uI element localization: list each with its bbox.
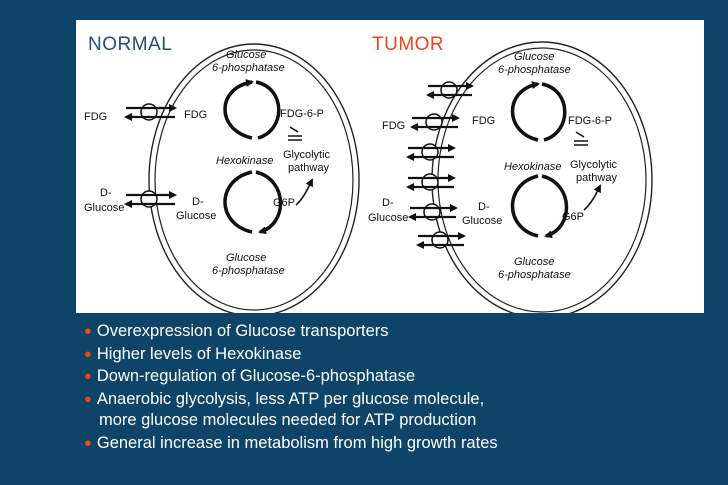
tumor-title: TUMOR — [372, 34, 445, 55]
tumor-cell: Glucose 6-phosphatase FDG FDG FDG-6-P He… — [368, 41, 653, 313]
normal-glycolytic-line2: pathway — [288, 162, 329, 174]
bullet-marker-icon: ● — [84, 345, 92, 361]
tumor-trapped-symbol — [574, 131, 588, 146]
tumor-g6pase-bottom-line1: Glucose — [514, 256, 554, 268]
normal-hexokinase-label: Hexokinase — [216, 155, 273, 167]
bullet-item: ●General increase in metabolism from hig… — [84, 432, 498, 455]
normal-g6pase-bottom-line2: 6-phosphatase — [212, 265, 285, 277]
normal-g6pase-bottom-line1: Glucose — [226, 252, 266, 264]
bullet-text: Down-regulation of Glucose-6-phosphatase — [96, 367, 416, 386]
tumor-g6pase-top-line1: Glucose — [514, 51, 554, 63]
tumor-glycolytic-line1: Glycolytic — [570, 159, 618, 171]
normal-upper-cycle-arrow — [223, 79, 254, 140]
normal-dglucose-outside-line1: D- — [100, 187, 112, 199]
tumor-transporters — [406, 81, 474, 249]
tumor-glycolytic-arrow — [583, 184, 601, 211]
normal-trapped-symbol — [288, 126, 302, 141]
tumor-hexokinase-label: Hexokinase — [504, 161, 561, 173]
tumor-fdg6p-label: FDG-6-P — [568, 115, 612, 127]
normal-glycolytic-line1: Glycolytic — [283, 149, 331, 161]
tumor-dglucose-inside-line2: Glucose — [462, 215, 502, 227]
normal-glycolytic-arrow — [295, 178, 313, 206]
normal-g6pase-top-line2: 6-phosphatase — [212, 62, 285, 74]
normal-fdg-inside-label: FDG — [184, 109, 207, 121]
normal-g6p-label: G6P — [273, 197, 295, 209]
bullet-item: ●Down-regulation of Glucose-6-phosphatas… — [84, 365, 498, 388]
bullet-list: ●Overexpression of Glucose transporters … — [84, 320, 498, 455]
normal-fdg6p-label: FDG-6-P — [280, 108, 324, 120]
tumor-transporter — [406, 143, 456, 161]
bullet-text: more glucose molecules needed for ATP pr… — [99, 411, 477, 430]
tumor-lower-cycle-arrow — [510, 174, 539, 238]
bullet-continuation: more glucose molecules needed for ATP pr… — [84, 410, 498, 432]
bullet-marker-icon: ● — [84, 323, 92, 338]
tumor-transporter — [406, 173, 456, 191]
metabolism-diagram: Glucose 6-phosphatase FDG FDG FDG-6-P He… — [84, 41, 653, 313]
normal-cell-membrane-inner — [154, 49, 354, 311]
normal-dglucose-outside-line2: Glucose — [84, 202, 124, 214]
tumor-g6pase-bottom-line2: 6-phosphatase — [498, 269, 571, 281]
tumor-g6pase-top-line2: 6-phosphatase — [498, 64, 571, 76]
normal-dglucose-inside-line2: Glucose — [176, 210, 216, 222]
bullet-item: ●Higher levels of Hexokinase — [84, 343, 498, 366]
tumor-transporter — [410, 113, 460, 131]
bullet-text: General increase in metabolism from high… — [96, 433, 498, 452]
tumor-upper-cycle-return — [541, 82, 567, 142]
bullet-marker-icon: ● — [84, 390, 92, 406]
normal-g6pase-top-line1: Glucose — [226, 49, 266, 61]
bullet-text: Anaerobic glycolysis, less ATP per gluco… — [96, 389, 485, 408]
bullet-text: Higher levels of Hexokinase — [96, 344, 302, 363]
normal-fdg-outside-label: FDG — [84, 111, 107, 123]
tumor-transporter — [426, 81, 474, 99]
normal-title: NORMAL — [88, 34, 173, 55]
bullet-marker-icon: ● — [84, 434, 92, 450]
tumor-transporter — [408, 203, 458, 221]
normal-cell: Glucose 6-phosphatase FDG FDG FDG-6-P He… — [84, 43, 360, 313]
tumor-dglucose-inside-line1: D- — [478, 201, 490, 213]
tumor-upper-cycle-arrow — [510, 81, 540, 142]
normal-dglucose-inside-line1: D- — [192, 196, 204, 208]
bullet-text: Overexpression of Glucose transporters — [96, 322, 389, 340]
normal-upper-cycle-return — [255, 80, 281, 140]
tumor-dglucose-outside-line1: D- — [382, 197, 394, 209]
bullet-marker-icon: ● — [84, 368, 92, 384]
tumor-fdg-inside-label: FDG — [472, 115, 495, 127]
normal-glucose-transporter — [124, 190, 177, 208]
tumor-dglucose-outside-line2: Glucose — [368, 212, 408, 224]
tumor-fdg-outside-label: FDG — [382, 120, 405, 132]
normal-lower-cycle-arrow — [223, 170, 253, 234]
tumor-glycolytic-line2: pathway — [576, 172, 617, 184]
tumor-lower-cycle-return — [541, 174, 569, 239]
tumor-g6p-label: G6P — [562, 211, 584, 223]
normal-cell-membrane-outer — [148, 43, 360, 313]
normal-fdg-transporter — [124, 103, 177, 121]
figure-panel: Glucose 6-phosphatase FDG FDG FDG-6-P He… — [76, 20, 704, 313]
bullet-item: ●Anaerobic glycolysis, less ATP per gluc… — [84, 388, 498, 411]
bullet-item: ● Overexpression of Glucose transporters — [84, 320, 498, 343]
tumor-transporter — [416, 231, 466, 249]
normal-lower-cycle-return — [255, 170, 283, 235]
